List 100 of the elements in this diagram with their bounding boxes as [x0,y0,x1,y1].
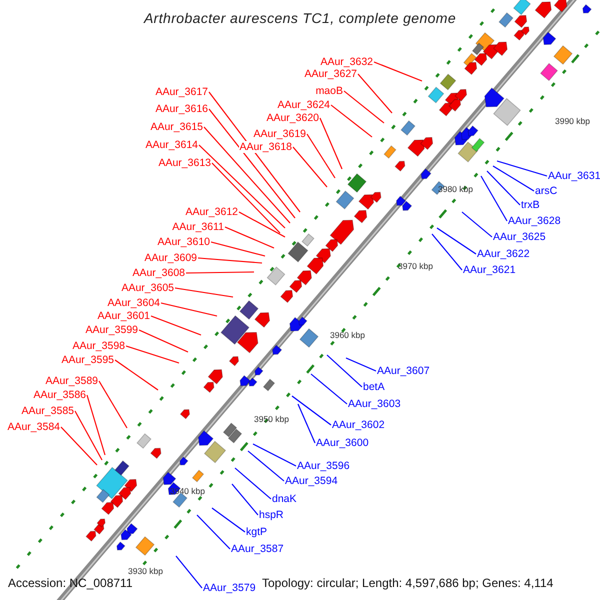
gene-label: arsC [535,185,558,197]
leader-line [344,90,384,124]
gene-label: AAur_3614 [145,139,198,151]
leader-line [208,108,296,218]
gene-label: AAur_3615 [150,121,203,133]
leader-line [232,484,258,516]
gene-label: AAur_3599 [85,324,138,336]
gene-label: AAur_3603 [348,398,401,410]
leader-line [432,234,462,270]
leader-line [436,228,476,254]
leader-line [126,345,180,364]
leader-line [292,396,332,426]
leader-line [210,241,266,257]
gene-label: AAur_3584 [7,421,60,433]
gene-label: AAur_3602 [332,419,385,431]
gene-label: AAur_3596 [297,460,350,472]
gene-label: AAur_3605 [121,282,174,294]
gene-label: AAur_3589 [45,375,98,387]
leader-line [176,556,202,588]
scale-label: 3930 kbp [128,566,163,577]
leader-line [74,410,102,460]
leader-line [198,257,262,264]
accession-text: Accession: NC_008711 [8,575,133,591]
leader-line [212,508,246,532]
gene-label: AAur_3609 [144,252,197,264]
gene-label: AAur_3608 [132,267,185,279]
leader-line [320,118,342,170]
leader-line [496,160,548,177]
leader-line [186,271,254,274]
gene-label: AAur_3586 [33,389,86,401]
gene-label: AAur_3594 [285,475,338,487]
leader-line [486,170,520,206]
leader-line [306,134,336,178]
leader-line [212,162,280,234]
leader-line [346,358,376,372]
leader-line [358,74,392,114]
gene-label: AAur_3612 [185,206,238,218]
leader-line [234,468,272,500]
leader-line [480,176,508,222]
leader-line [208,92,300,212]
gene-label: AAur_3627 [304,68,357,80]
gene-label: betA [363,381,385,393]
gene-label: AAur_3628 [508,215,561,227]
leader-line [138,330,188,352]
scale-label: 3970 kbp [398,261,433,272]
gene-label: AAur_3632 [320,56,373,68]
leader-line [248,450,284,482]
gene-label: AAur_3600 [316,437,369,449]
leader-line [238,212,286,238]
gene-label: AAur_3620 [266,112,319,124]
gene-label: AAur_3621 [463,264,516,276]
leader-line [326,354,362,388]
scale-label: 3990 kbp [555,116,590,127]
gene-label: AAur_3622 [477,248,530,260]
gene-label: AAur_3618 [239,141,292,153]
leader-line [98,380,128,428]
gene-label: AAur_3604 [107,297,160,309]
leader-line [224,226,274,248]
gene-label: hspR [259,509,284,521]
gene-label: AAur_3579 [203,582,256,594]
leader-line [292,146,328,188]
leader-line [198,144,286,228]
gene-label: AAur_3587 [231,543,284,555]
gene-label: AAur_3595 [61,354,114,366]
title: Arthrobacter aurescens TC1, complete genome [142,10,458,27]
leader-line [330,104,372,138]
gene-label: maoB [316,85,343,97]
leader-line [462,212,492,238]
leader-line [160,302,218,317]
gene-label: AAur_3617 [155,86,208,98]
gene-label: dnaK [272,493,297,505]
leader-line [298,404,316,444]
leader-line [150,315,202,336]
scale-label: 3960 kbp [330,330,365,341]
gene-label: AAur_3619 [253,128,306,140]
gene-label: AAur_3611 [172,221,224,233]
gene-label: AAur_3598 [72,340,125,352]
gene-label: AAur_3631 [548,170,600,182]
leader-line [60,426,98,466]
gene-label: trxB [521,199,540,211]
gene-label: AAur_3613 [158,157,211,169]
leader-line [310,374,348,404]
gene-label: kgtP [246,526,268,538]
genome-stats-text: Topology: circular; Length: 4,597,686 bp; Genes: 4,114 [262,575,554,591]
leader-line [252,444,296,466]
gene-label: AAur_3610 [157,236,210,248]
leader-line [86,394,106,456]
leader-line [174,287,234,298]
leader-line [374,61,422,82]
gene-label: AAur_3616 [155,103,208,115]
leader-line [492,166,534,192]
leader-line [204,126,290,224]
scale-label: 3950 kbp [254,414,289,425]
gene-label: AAur_3601 [97,310,150,322]
leader-line [114,360,158,390]
leader-line [196,514,230,550]
gene-label: AAur_3624 [277,99,330,111]
gene-label: AAur_3607 [377,365,430,377]
gene-label: AAur_3585 [21,405,74,417]
gene-label: AAur_3625 [493,231,546,243]
